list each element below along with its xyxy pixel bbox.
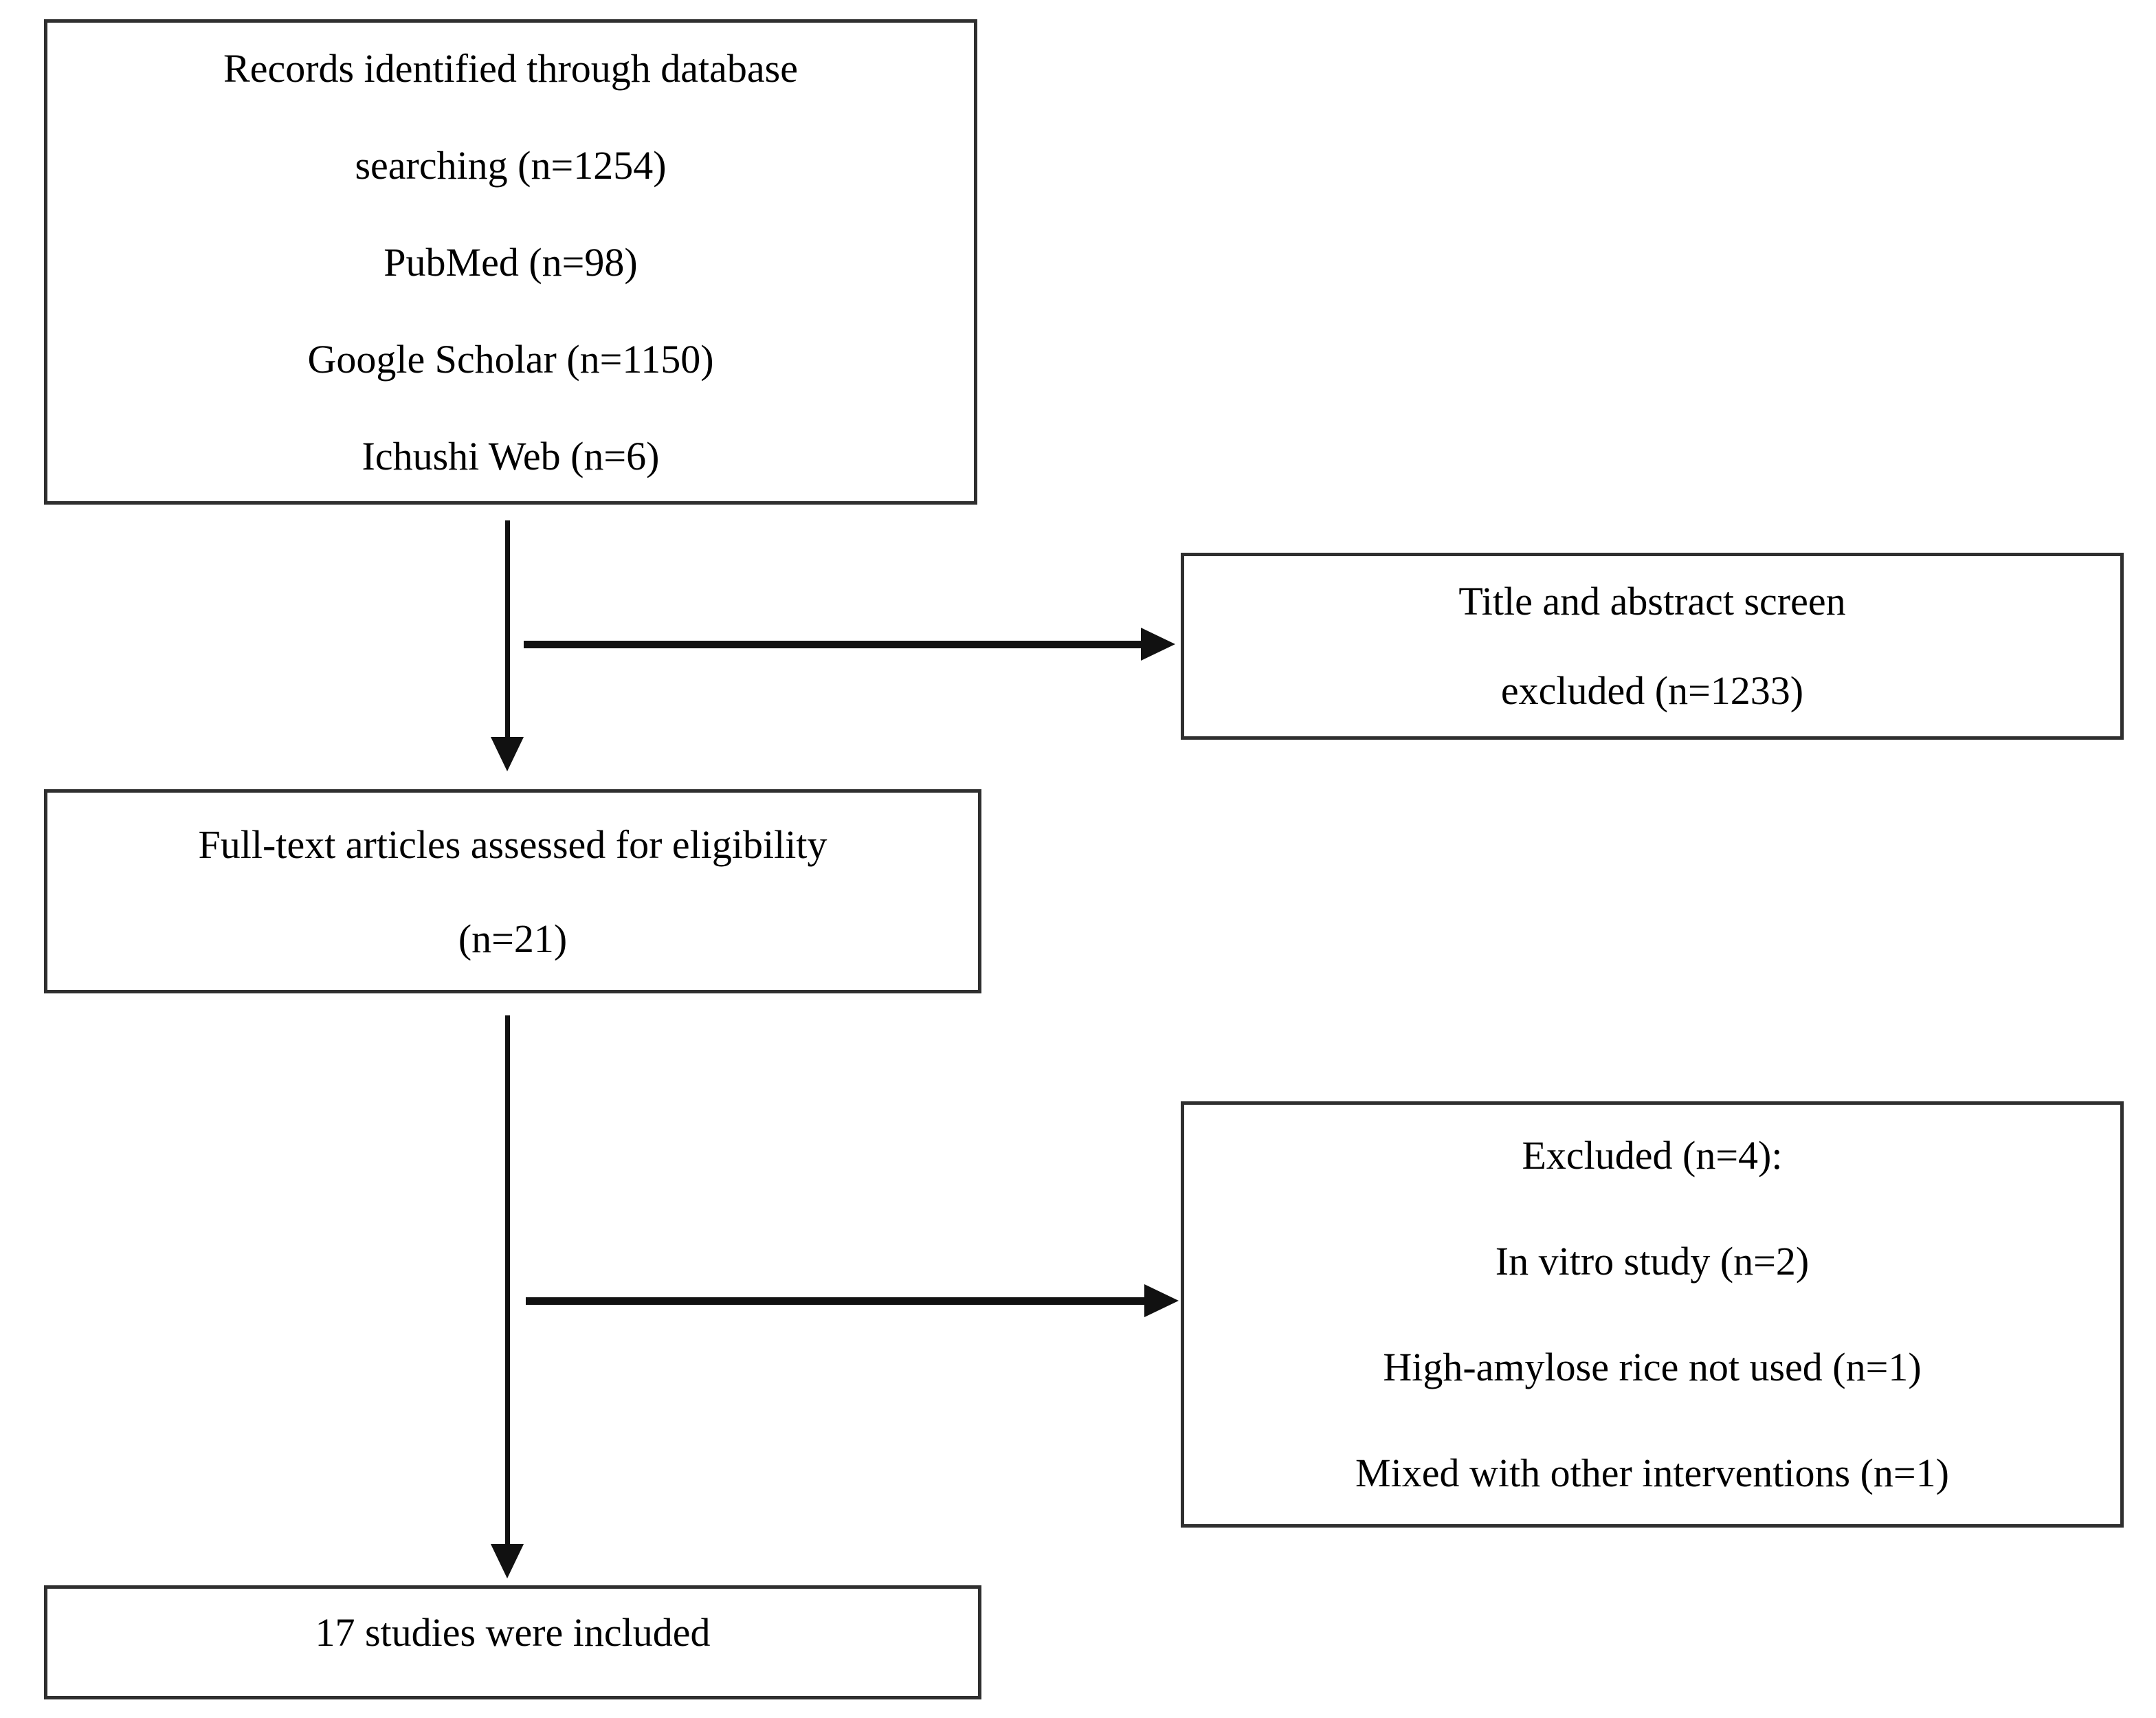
- box-text-line: Full-text articles assessed for eligibil…: [198, 822, 827, 867]
- flow-box-full-text-assessed: Full-text articles assessed for eligibil…: [44, 789, 981, 993]
- arrow-fulltext-to-included-shaft: [505, 1015, 510, 1546]
- arrow-down-icon: [491, 1544, 524, 1578]
- arrow-right-icon: [1141, 628, 1175, 661]
- arrow-to-fulltext-excluded-shaft: [526, 1297, 1146, 1305]
- box-text-line: Title and abstract screen: [1458, 579, 1846, 624]
- box-text-line: excluded (n=1233): [1500, 668, 1804, 713]
- arrow-right-icon: [1144, 1284, 1179, 1317]
- box-text-line: Mixed with other interventions (n=1): [1355, 1451, 1949, 1495]
- flow-box-records-identified: Records identified through database sear…: [44, 19, 977, 505]
- box-text-line: PubMed (n=98): [384, 239, 638, 285]
- box-text-line: Google Scholar (n=1150): [307, 336, 714, 382]
- box-text-line: (n=21): [458, 916, 568, 961]
- flow-box-studies-included: 17 studies were included: [44, 1585, 981, 1699]
- arrow-to-title-abstract-excluded-shaft: [524, 641, 1142, 648]
- flow-box-title-abstract-excluded: Title and abstract screen excluded (n=12…: [1181, 553, 2124, 740]
- box-text-line: searching (n=1254): [355, 142, 667, 188]
- box-text-line: Ichushi Web (n=6): [362, 433, 660, 478]
- box-text-line: 17 studies were included: [315, 1610, 711, 1655]
- flow-box-full-text-excluded: Excluded (n=4): In vitro study (n=2) Hig…: [1181, 1101, 2124, 1528]
- box-text-line: High-amylose rice not used (n=1): [1383, 1345, 1922, 1389]
- arrow-down-icon: [491, 737, 524, 771]
- box-text-line: In vitro study (n=2): [1495, 1239, 1810, 1284]
- arrow-records-to-fulltext-shaft: [505, 520, 510, 740]
- box-text-line: Excluded (n=4):: [1522, 1133, 1783, 1178]
- box-text-line: Records identified through database: [223, 45, 798, 91]
